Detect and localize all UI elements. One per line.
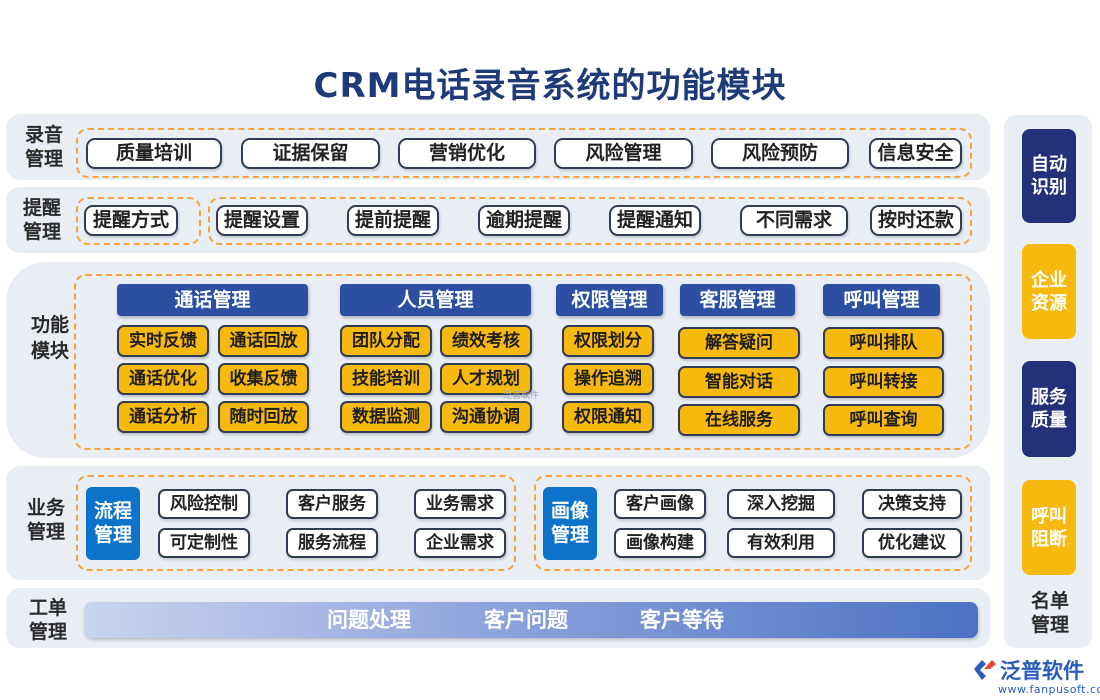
call-item: 随时回放 <box>218 401 309 433</box>
logo-url: www.fanpusoft.com <box>998 683 1100 696</box>
recording-item: 质量培训 <box>86 138 222 169</box>
service-item: 解答疑问 <box>678 327 800 359</box>
call-item: 收集反馈 <box>218 363 309 395</box>
group-header-service: 客服管理 <box>680 284 795 316</box>
call-item: 通话分析 <box>117 401 209 433</box>
portrait-item: 深入挖掘 <box>727 489 835 519</box>
portrait-item: 画像构建 <box>614 528 706 558</box>
recording-item: 风险预防 <box>711 138 849 169</box>
service-item: 在线服务 <box>678 404 800 436</box>
permission-item: 操作追溯 <box>562 363 654 395</box>
flow-item: 客户服务 <box>286 489 378 519</box>
workorder-item: 客户问题 <box>484 608 568 632</box>
row-label-recording: 录音 管理 <box>24 124 63 170</box>
row-label-business: 业务 管理 <box>26 497 65 543</box>
reminder-method: 提醒方式 <box>84 205 178 236</box>
reminder-dash-frame <box>208 197 972 245</box>
logo-name: 泛普软件 <box>1000 659 1084 683</box>
reminder-item: 提前提醒 <box>347 205 439 236</box>
recording-item: 信息安全 <box>869 138 962 169</box>
portrait-item: 决策支持 <box>862 489 962 519</box>
row-label-workorder: 工单 管理 <box>28 597 67 643</box>
service-item: 智能对话 <box>678 366 800 398</box>
reminder-item: 逾期提醒 <box>478 205 570 236</box>
group-header-calling: 呼叫管理 <box>823 284 940 316</box>
page-title: CRM电话录音系统的功能模块 <box>313 66 787 106</box>
flow-item: 企业需求 <box>414 528 506 558</box>
staff-item: 数据监测 <box>340 401 432 433</box>
call-item: 通话回放 <box>218 325 309 357</box>
portrait-management-header: 画像 管理 <box>543 487 597 560</box>
flow-management-header: 流程 管理 <box>86 487 140 560</box>
side-item-auto-identify: 自动 识别 <box>1022 129 1076 223</box>
recording-dash-frame <box>76 128 972 178</box>
reminder-item: 提醒通知 <box>609 205 701 236</box>
flow-dash-frame <box>76 475 516 571</box>
fanpu-logo-icon <box>974 660 996 680</box>
recording-item: 营销优化 <box>398 138 536 169</box>
staff-item: 沟通协调 <box>440 401 532 433</box>
side-panel-label: 名单 管理 <box>1030 590 1069 636</box>
calling-item: 呼叫转接 <box>823 366 944 398</box>
row-label-reminder: 提醒 管理 <box>22 197 61 243</box>
workorder-item: 问题处理 <box>327 608 411 632</box>
calling-item: 呼叫查询 <box>823 404 944 436</box>
flow-item: 业务需求 <box>414 489 506 519</box>
staff-item: 团队分配 <box>340 325 432 357</box>
portrait-item: 客户画像 <box>614 489 706 519</box>
group-header-call: 通话管理 <box>117 284 308 316</box>
reminder-item: 按时还款 <box>870 205 962 236</box>
portrait-item: 优化建议 <box>862 528 962 558</box>
reminder-item: 不同需求 <box>740 205 848 236</box>
portrait-item: 有效利用 <box>727 528 835 558</box>
row-label-function: 功能 模块 <box>30 314 69 362</box>
side-item-service-quality: 服务 质量 <box>1022 361 1076 457</box>
permission-item: 权限通知 <box>562 401 654 433</box>
permission-item: 权限划分 <box>562 325 654 357</box>
call-item: 实时反馈 <box>117 325 209 357</box>
side-item-call-block: 呼叫 阻断 <box>1022 480 1076 575</box>
side-item-enterprise-resource: 企业 资源 <box>1022 244 1076 339</box>
flow-item: 风险控制 <box>158 489 250 519</box>
call-item: 通话优化 <box>117 363 209 395</box>
flow-item: 服务流程 <box>286 528 378 558</box>
recording-item: 风险管理 <box>554 138 693 169</box>
workorder-item: 客户等待 <box>640 608 724 632</box>
group-header-staff: 人员管理 <box>340 284 531 316</box>
staff-item: 人才规划 <box>440 363 532 395</box>
calling-item: 呼叫排队 <box>823 327 944 359</box>
function-dash-frame <box>74 274 972 450</box>
band-business <box>6 466 990 580</box>
group-header-permission: 权限管理 <box>556 284 663 316</box>
recording-item: 证据保留 <box>241 138 380 169</box>
watermark: 泛普软件 <box>503 391 540 401</box>
portrait-dash-frame <box>534 475 972 571</box>
reminder-first-dash-frame <box>76 197 201 245</box>
staff-item: 绩效考核 <box>440 325 532 357</box>
reminder-item: 提醒设置 <box>216 205 308 236</box>
flow-item: 可定制性 <box>158 528 250 558</box>
workorder-bar <box>84 602 978 638</box>
staff-item: 技能培训 <box>340 363 432 395</box>
